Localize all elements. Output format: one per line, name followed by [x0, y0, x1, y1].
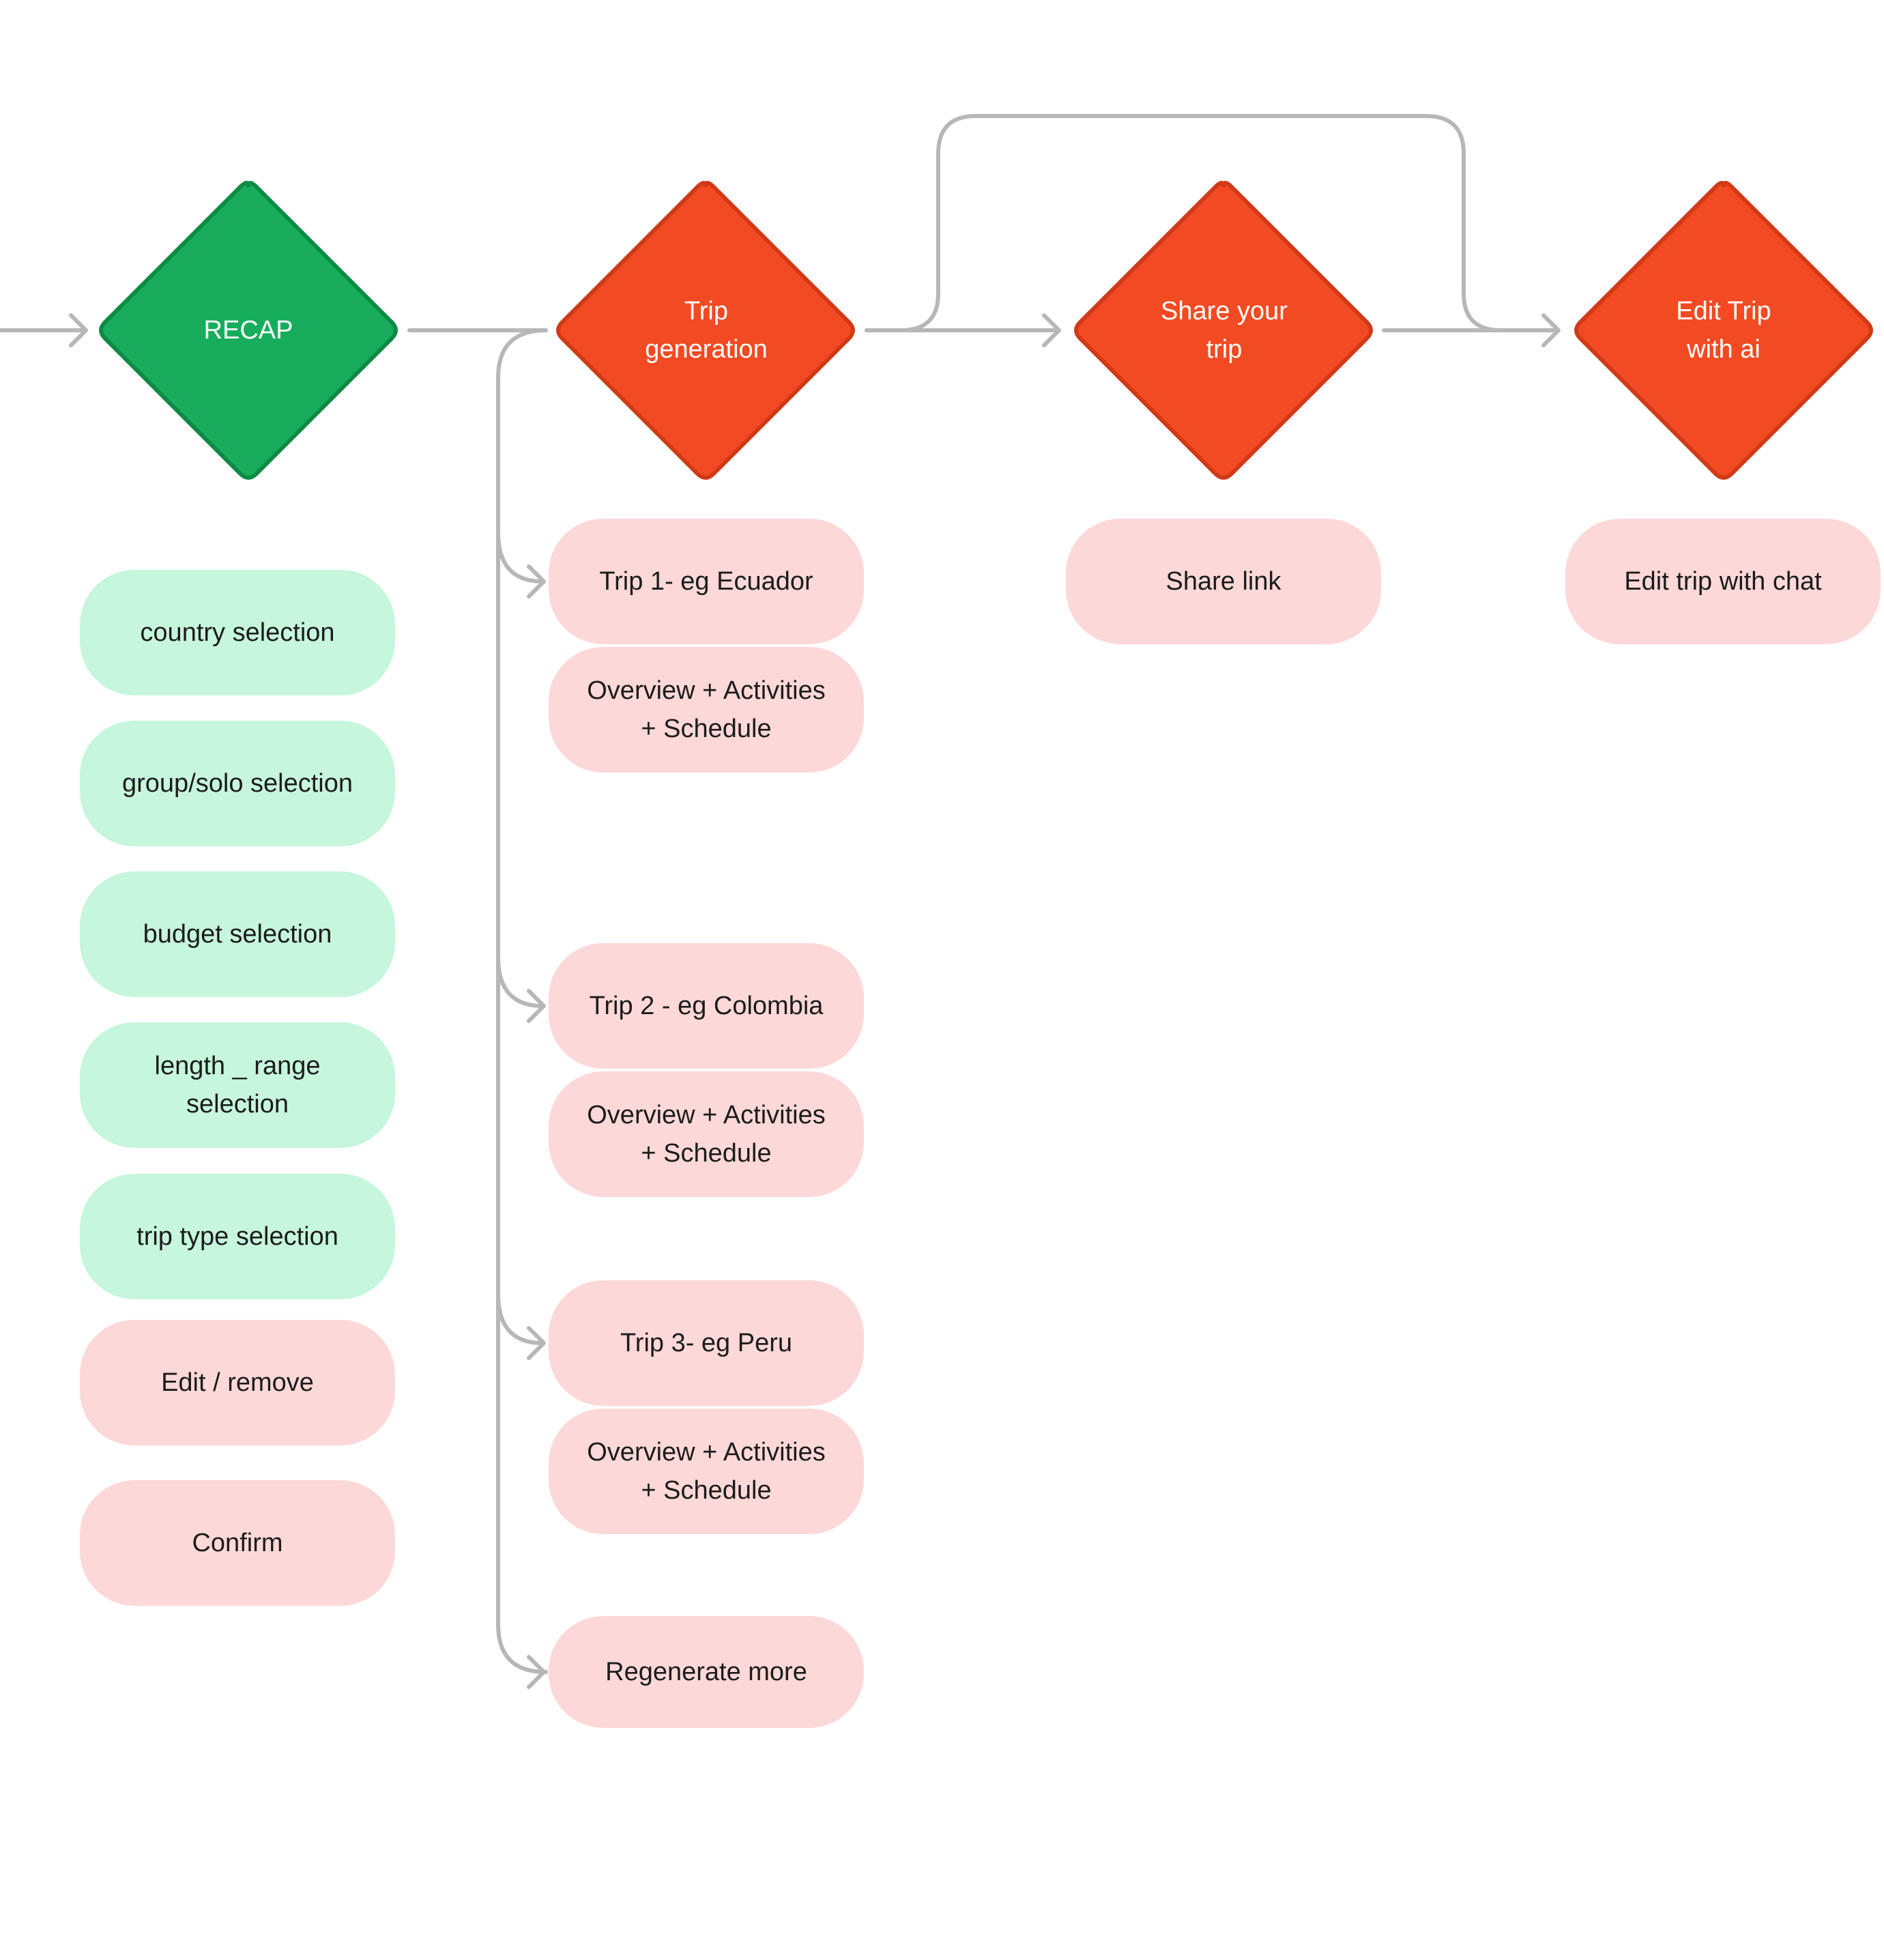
trip-option-2-title[interactable]: Trip 2 - eg Colombia [549, 943, 864, 1069]
trip-option-1-detail[interactable]: Overview + Activities + Schedule [549, 647, 864, 773]
decision-share-trip-diamond[interactable] [1074, 181, 1373, 480]
edit-trip-chat-button[interactable]: Edit trip with chat [1565, 519, 1881, 644]
recap-step-length-range[interactable]: length _ range selection [80, 1022, 395, 1148]
branch-trunk-connector [496, 328, 548, 1674]
decision-trip-generation-diamond[interactable] [556, 181, 855, 480]
branch-trip3-arrowhead [527, 1326, 546, 1360]
trip-option-3-detail[interactable]: Overview + Activities + Schedule [549, 1409, 864, 1534]
recap-step-group-solo[interactable]: group/solo selection [80, 721, 395, 846]
recap-step-budget[interactable]: budget selection [80, 871, 395, 997]
share-link-button[interactable]: Share link [1066, 519, 1381, 644]
recap-step-country[interactable]: country selection [80, 570, 395, 695]
branch-regenerate-arrowhead [527, 1655, 546, 1689]
branch-trip2-connector [496, 955, 545, 1008]
decision-edit-trip-ai-diamond[interactable] [1574, 181, 1873, 480]
branch-trip1-connector [496, 530, 545, 583]
decision-edit-trip-ai-label: Edit Trip with ai [1676, 297, 1771, 364]
regenerate-more-button[interactable]: Regenerate more [549, 1616, 864, 1728]
recap-step-edit-remove[interactable]: Edit / remove [80, 1320, 395, 1445]
branch-trip1-arrowhead [527, 564, 546, 599]
decision-recap-label: RECAP [203, 316, 293, 345]
trip-to-share-arrowhead [1042, 313, 1061, 347]
decision-recap-diamond[interactable] [99, 181, 398, 480]
branch-trip2-arrowhead [527, 989, 546, 1023]
trip-option-3-title[interactable]: Trip 3- eg Peru [549, 1280, 864, 1406]
trip-option-1-title[interactable]: Trip 1- eg Ecuador [549, 519, 864, 644]
branch-trip3-connector [496, 1292, 545, 1345]
entry-arrowhead [69, 313, 88, 347]
recap-step-confirm[interactable]: Confirm [80, 1480, 395, 1606]
trip-option-2-detail[interactable]: Overview + Activities + Schedule [549, 1071, 864, 1197]
decision-trip-generation-label: Trip generation [645, 297, 768, 364]
decision-share-trip-label: Share your trip [1161, 297, 1288, 364]
bypass-loop-connector [899, 114, 1503, 332]
share-to-edit-arrowhead [1541, 313, 1561, 347]
recap-step-trip-type[interactable]: trip type selection [80, 1174, 395, 1299]
